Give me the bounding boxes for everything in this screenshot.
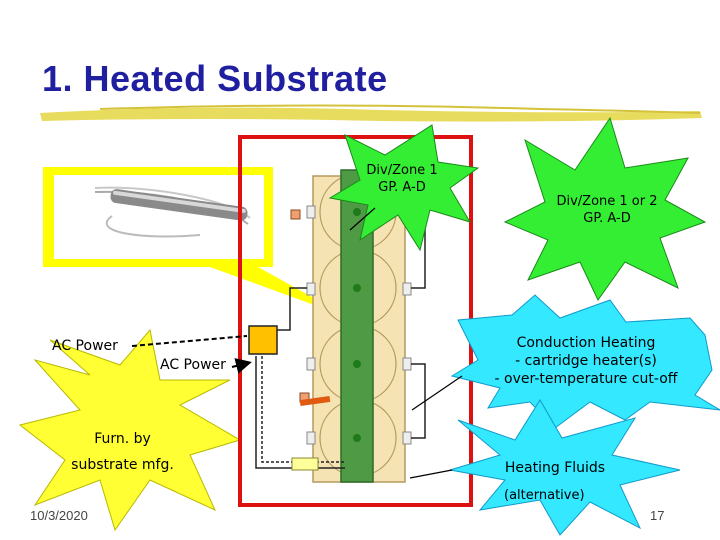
pointer-conduction (411, 375, 463, 411)
starburst-cyan-conduction (450, 294, 720, 429)
furnished-line-2: substrate mfg. (71, 457, 174, 473)
div-zone-1-line-1: Div/Zone 1 (366, 163, 438, 178)
conduction-line-1: Conduction Heating (516, 335, 656, 351)
conduction-heating-label: Conduction Heating - cartridge heater(s)… (468, 334, 704, 388)
slide-title: 1. Heated Substrate (42, 58, 388, 99)
furnished-by-label: Furn. by substrate mfg. (60, 430, 185, 474)
footer-page-number: 17 (650, 508, 665, 523)
pointer-zone1 (349, 207, 376, 231)
starburst-cyan-fluids (449, 399, 681, 536)
ac-power-label-right: AC Power (160, 357, 226, 373)
div-zone-1-label: Div/Zone 1 GP. A-D (354, 162, 450, 196)
ac-power-dashed-line (131, 335, 248, 347)
starburst-green-zone12 (503, 116, 707, 301)
heating-fluids-label: Heating Fluids (504, 460, 606, 476)
ac-power-label-left: AC Power (52, 338, 118, 354)
div-zone-1-line-2: GP. A-D (378, 180, 426, 195)
div-zone-1-or-2-label: Div/Zone 1 or 2 GP. A-D (532, 193, 682, 227)
div-zone-1-or-2-line-2: GP. A-D (583, 211, 631, 226)
sensor-top-left (290, 209, 301, 220)
footer-date: 10/3/2020 (30, 508, 88, 523)
starburst-yellow-left (18, 328, 242, 532)
ac-power-arrow (231, 358, 252, 374)
heater-nodes (353, 208, 361, 442)
junction-box (248, 325, 278, 355)
conduction-line-3: - over-temperature cut-off (494, 371, 678, 387)
title-underline (40, 104, 702, 122)
terminal-block (291, 457, 319, 471)
starburst-green-zone1 (328, 124, 480, 252)
div-zone-1-or-2-line-1: Div/Zone 1 or 2 (556, 194, 658, 209)
conduction-line-2: - cartridge heater(s) (515, 353, 657, 369)
overtemp-cutoff-bar (299, 395, 331, 407)
pointer-fluids (409, 469, 453, 479)
furnished-line-1: Furn. by (94, 431, 151, 447)
alternative-label: (alternative) (504, 488, 585, 503)
